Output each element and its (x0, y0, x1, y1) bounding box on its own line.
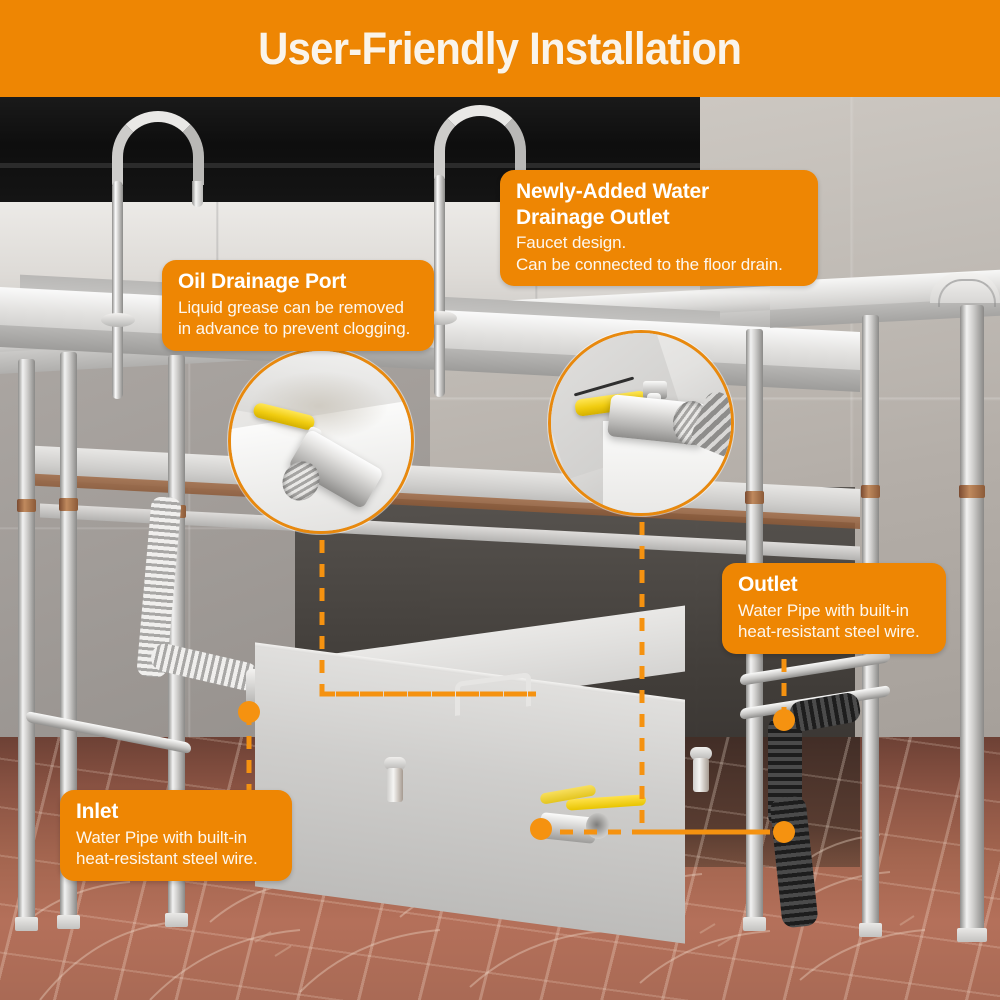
callout-outlet-body-line-2: heat-resistant steel wire. (738, 622, 920, 642)
faucet-arc-left (112, 111, 204, 185)
callout-oil-title: Oil Drainage Port (178, 270, 347, 293)
callout-inlet-body-line-2: heat-resistant steel wire. (76, 849, 258, 869)
callout-inlet-body-line-1: Water Pipe with built-in (76, 827, 247, 847)
faucet-spout-left (192, 181, 203, 207)
table-leg-left-back (57, 352, 80, 929)
callout-outlet-body-line-1: Water Pipe with built-in (738, 600, 909, 620)
side-table-leg (957, 305, 987, 942)
faucet-base-left (101, 313, 135, 327)
callout-oil-body: Liquid grease can be removed in advance … (178, 297, 418, 340)
magnifier-oil-drainage-valve (228, 348, 414, 534)
grease-trap-latch-right[interactable] (690, 747, 712, 793)
anchor-dot-inlet (238, 701, 260, 723)
callout-outlet-title: Outlet (738, 573, 798, 596)
anchor-dot-trap-drain (530, 818, 552, 840)
trap-drain-valve-outlet (586, 813, 610, 839)
callout-newly-title-line-2: Drainage Outlet (516, 205, 670, 229)
callout-oil-drainage-port[interactable]: Oil Drainage Port Liquid grease can be r… (162, 260, 434, 351)
callout-newly-body-line-2: Can be connected to the floor drain. (516, 254, 783, 274)
header-banner: User-Friendly Installation (0, 0, 1000, 97)
callout-oil-body-line-1: Liquid grease can be removed (178, 297, 404, 317)
anchor-dot-trap-outlet (773, 821, 795, 843)
callout-oil-body-line-2: in advance to prevent clogging. (178, 319, 411, 339)
callout-newly-title-line-1: Newly-Added Water (516, 180, 710, 203)
faucet-arc-right (434, 105, 526, 179)
callout-newly-title: Newly-Added Water Drainage Outlet (516, 179, 802, 230)
grease-trap-latch-left[interactable] (384, 757, 406, 803)
faucet-column-left (112, 181, 123, 399)
callout-newly-body: Faucet design. Can be connected to the f… (516, 232, 802, 275)
callout-outlet-body: Water Pipe with built-in heat-resistant … (738, 600, 930, 643)
callout-newly-added-water-drainage-outlet[interactable]: Newly-Added Water Drainage Outlet Faucet… (500, 170, 818, 287)
dish-rack (930, 273, 1000, 307)
page-title: User-Friendly Installation (258, 22, 743, 74)
anchor-dot-outlet (773, 709, 795, 731)
table-leg-far-left (15, 359, 38, 931)
callout-inlet-title: Inlet (76, 800, 119, 823)
callout-newly-body-line-1: Faucet design. (516, 233, 627, 253)
callout-outlet[interactable]: Outlet Water Pipe with built-in heat-res… (722, 563, 946, 654)
callout-inlet-body: Water Pipe with built-in heat-resistant … (76, 827, 276, 870)
faucet-column-right (434, 175, 445, 397)
magnifier-water-drainage-valve (548, 330, 734, 516)
callout-inlet[interactable]: Inlet Water Pipe with built-in heat-resi… (60, 790, 292, 881)
